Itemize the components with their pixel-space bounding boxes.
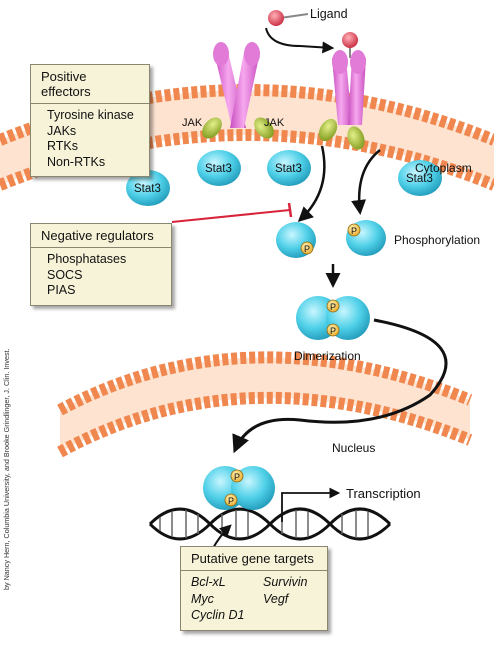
positive-effector-item: Non-RTKs <box>47 154 106 169</box>
phospho-stat3-right <box>346 220 386 256</box>
dna-helix <box>148 507 392 541</box>
negative-regulators-box: Negative regulators Phosphatases SOCS PI… <box>30 223 172 306</box>
negative-regulators-title: Negative regulators <box>31 224 171 248</box>
negative-regulator-item: SOCS <box>47 267 83 282</box>
dna-bound-dimer <box>203 466 275 510</box>
positive-effectors-box: Positive effectors Tyrosine kinase JAKs … <box>30 64 150 177</box>
gene-target-item: Vegf <box>263 591 289 606</box>
phosphorylation-arrow-left <box>297 145 326 223</box>
image-credit: by Nancy Hern, Columbia University, and … <box>2 348 11 590</box>
gene-target-item: Myc <box>191 591 214 606</box>
stat3-label-2: Stat3 <box>205 163 232 175</box>
phospho-p-label-2: P <box>351 226 357 236</box>
phospho-stat3-left <box>276 222 316 258</box>
nuclear-membrane <box>57 351 473 458</box>
transcription-arrow <box>281 487 341 522</box>
gene-target-item: Cyclin D1 <box>191 608 245 622</box>
negative-regulator-item: PIAS <box>47 283 76 297</box>
bound-p-label-2: P <box>228 496 234 506</box>
inhibition-line <box>171 209 291 223</box>
positive-effectors-title: Positive effectors <box>31 65 149 104</box>
transcription-label: Transcription <box>346 486 421 501</box>
bound-p-label-1: P <box>234 472 240 482</box>
ligand-bound <box>342 32 358 58</box>
cytoplasm-label-visible: Cytoplasm <box>415 161 472 175</box>
stat3-label-4: Stat3 <box>406 173 433 185</box>
inhibition-bar <box>287 202 293 218</box>
positive-effector-item: RTKs <box>47 139 79 153</box>
stat3-dimer <box>296 296 370 340</box>
jak-right-label: JAK <box>264 117 285 129</box>
jak-kinases <box>202 117 365 150</box>
ligand-binding-arrow <box>265 27 335 54</box>
ligand-label: Ligand <box>310 7 348 21</box>
stat3-label-3: Stat3 <box>275 163 302 175</box>
dimer-p-label-1: P <box>330 302 336 312</box>
gene-targets-title: Putative gene targets <box>181 547 327 571</box>
nucleus-label: Nucleus <box>332 441 375 455</box>
gene-targets-box: Putative gene targets Bcl-xL Survivin My… <box>180 546 328 631</box>
stat3-monomers <box>126 150 442 206</box>
nuclear-translocation-arrow <box>232 318 448 454</box>
gene-target-item: Bcl-xL <box>191 575 226 589</box>
jak-left-label: JAK <box>182 117 203 129</box>
phospho-p-label-1: P <box>304 244 310 254</box>
gene-target-item: Survivin <box>263 575 308 589</box>
positive-effector-item: Tyrosine kinase <box>47 108 134 122</box>
ligand-free <box>268 10 309 26</box>
phosphorylation-label: Phosphorylation <box>394 233 480 247</box>
positive-effector-item: JAKs <box>47 123 77 138</box>
receptor-right <box>332 50 366 125</box>
dimer-p-label-2: P <box>330 326 336 336</box>
dimerization-label: Dimerization <box>294 349 361 363</box>
negative-regulator-item: Phosphatases <box>47 252 127 266</box>
stat3-label-1: Stat3 <box>134 183 161 195</box>
phosphorylation-arrow-right <box>351 149 381 215</box>
receptor-left <box>213 42 260 128</box>
